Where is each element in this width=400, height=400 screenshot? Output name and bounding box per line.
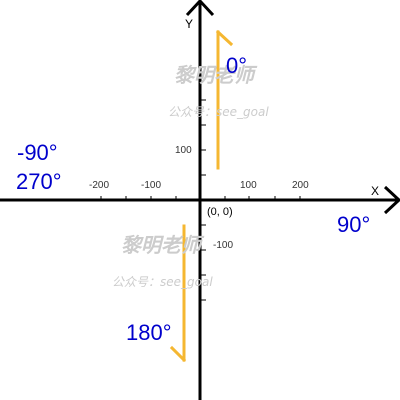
watermark-subtitle-bottom: 公众号：see_goal	[112, 275, 213, 289]
x-tick-label-pos-100: 100	[240, 180, 257, 191]
x-tick-label-pos-200: 200	[292, 180, 309, 191]
watermark-title-top: 黎明老师	[174, 63, 254, 87]
angle-label-270: 270°	[16, 169, 62, 194]
origin-label: (0, 0)	[207, 206, 233, 218]
angle-label-neg-90: -90°	[17, 140, 58, 165]
watermark-subtitle-top: 公众号：see_goal	[168, 105, 269, 119]
y-tick-label-neg-100: -100	[213, 240, 234, 251]
x-axis-arrowhead	[383, 185, 400, 215]
angle-label-0: 0°	[226, 53, 248, 78]
y-axis-arrowhead	[185, 0, 215, 17]
x-axis-label: X	[371, 184, 380, 198]
y-axis-label: Y	[185, 17, 194, 31]
angle-label-90: 90°	[337, 212, 371, 237]
watermark-title-bottom: 黎明老师	[121, 233, 201, 257]
x-tick-label-neg-100: -100	[141, 180, 162, 191]
x-tick-label-neg-200: -200	[89, 180, 110, 191]
angle-label-180: 180°	[126, 320, 172, 345]
arrow-down-180-degrees	[169, 224, 187, 363]
arrow-up-0-degrees	[215, 29, 234, 170]
y-tick-label-pos-100: 100	[175, 145, 192, 156]
